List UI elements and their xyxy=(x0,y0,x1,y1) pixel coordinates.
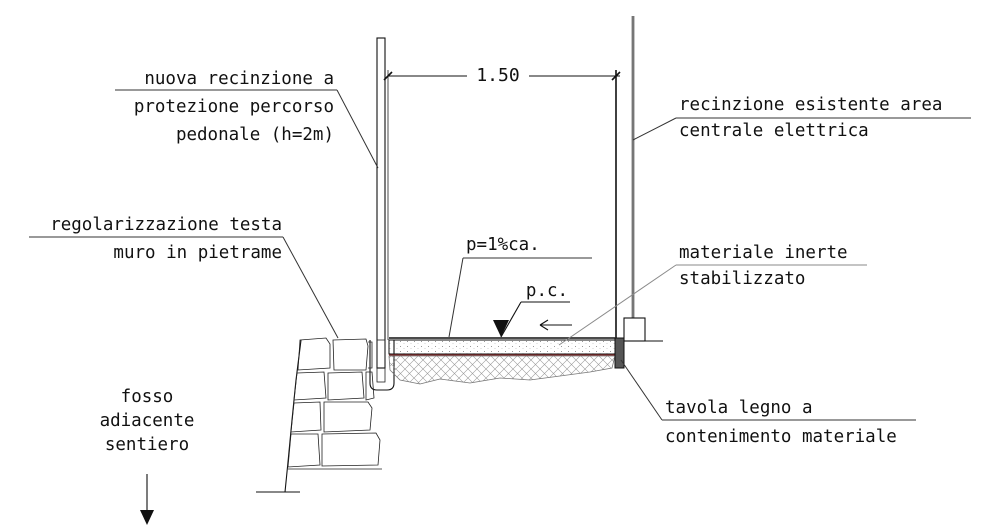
ditch-label: fosso adiacente sentiero xyxy=(100,387,195,455)
flow-arrow xyxy=(539,319,572,331)
wall-head-label: regolarizzazione testa muro in pietrame xyxy=(50,215,282,263)
svg-text:stabilizzato: stabilizzato xyxy=(679,269,805,289)
existing-fence-post xyxy=(623,16,663,342)
inert-material-label: materiale inerte stabilizzato xyxy=(679,243,848,289)
wood-board-label: tavola legno a contenimento materiale xyxy=(665,398,897,447)
svg-text:regolarizzazione testa: regolarizzazione testa xyxy=(50,215,282,235)
svg-text:tavola legno a: tavola legno a xyxy=(665,398,813,418)
svg-text:materiale inerte: materiale inerte xyxy=(679,243,848,263)
existing-fence-label: recinzione esistente area centrale elett… xyxy=(679,95,942,141)
path-section xyxy=(388,337,625,385)
svg-text:adiacente: adiacente xyxy=(100,411,195,431)
ditch-arrow xyxy=(140,474,154,525)
svg-text:muro in pietrame: muro in pietrame xyxy=(113,243,282,263)
ground-level-marker: p.c. xyxy=(493,281,570,338)
svg-text:protezione percorso: protezione percorso xyxy=(134,97,334,117)
dimension-value: 1.50 xyxy=(476,65,519,86)
ground-level-label: p.c. xyxy=(526,281,568,301)
stone-wall xyxy=(256,337,382,493)
svg-text:contenimento materiale: contenimento materiale xyxy=(665,427,897,447)
svg-text:sentiero: sentiero xyxy=(105,435,189,455)
new-fence-post xyxy=(369,37,395,391)
new-fence-label: nuova recinzione a protezione percorso p… xyxy=(134,69,334,145)
slope-label: p=1%ca. xyxy=(466,235,540,255)
svg-text:centrale elettrica: centrale elettrica xyxy=(679,121,869,141)
svg-text:pedonale (h=2m): pedonale (h=2m) xyxy=(176,125,334,145)
dimension-width: 1.50 xyxy=(383,64,621,340)
svg-text:fosso: fosso xyxy=(121,387,174,407)
svg-text:recinzione esistente area: recinzione esistente area xyxy=(679,95,942,115)
svg-text:nuova recinzione a: nuova recinzione a xyxy=(144,69,334,89)
